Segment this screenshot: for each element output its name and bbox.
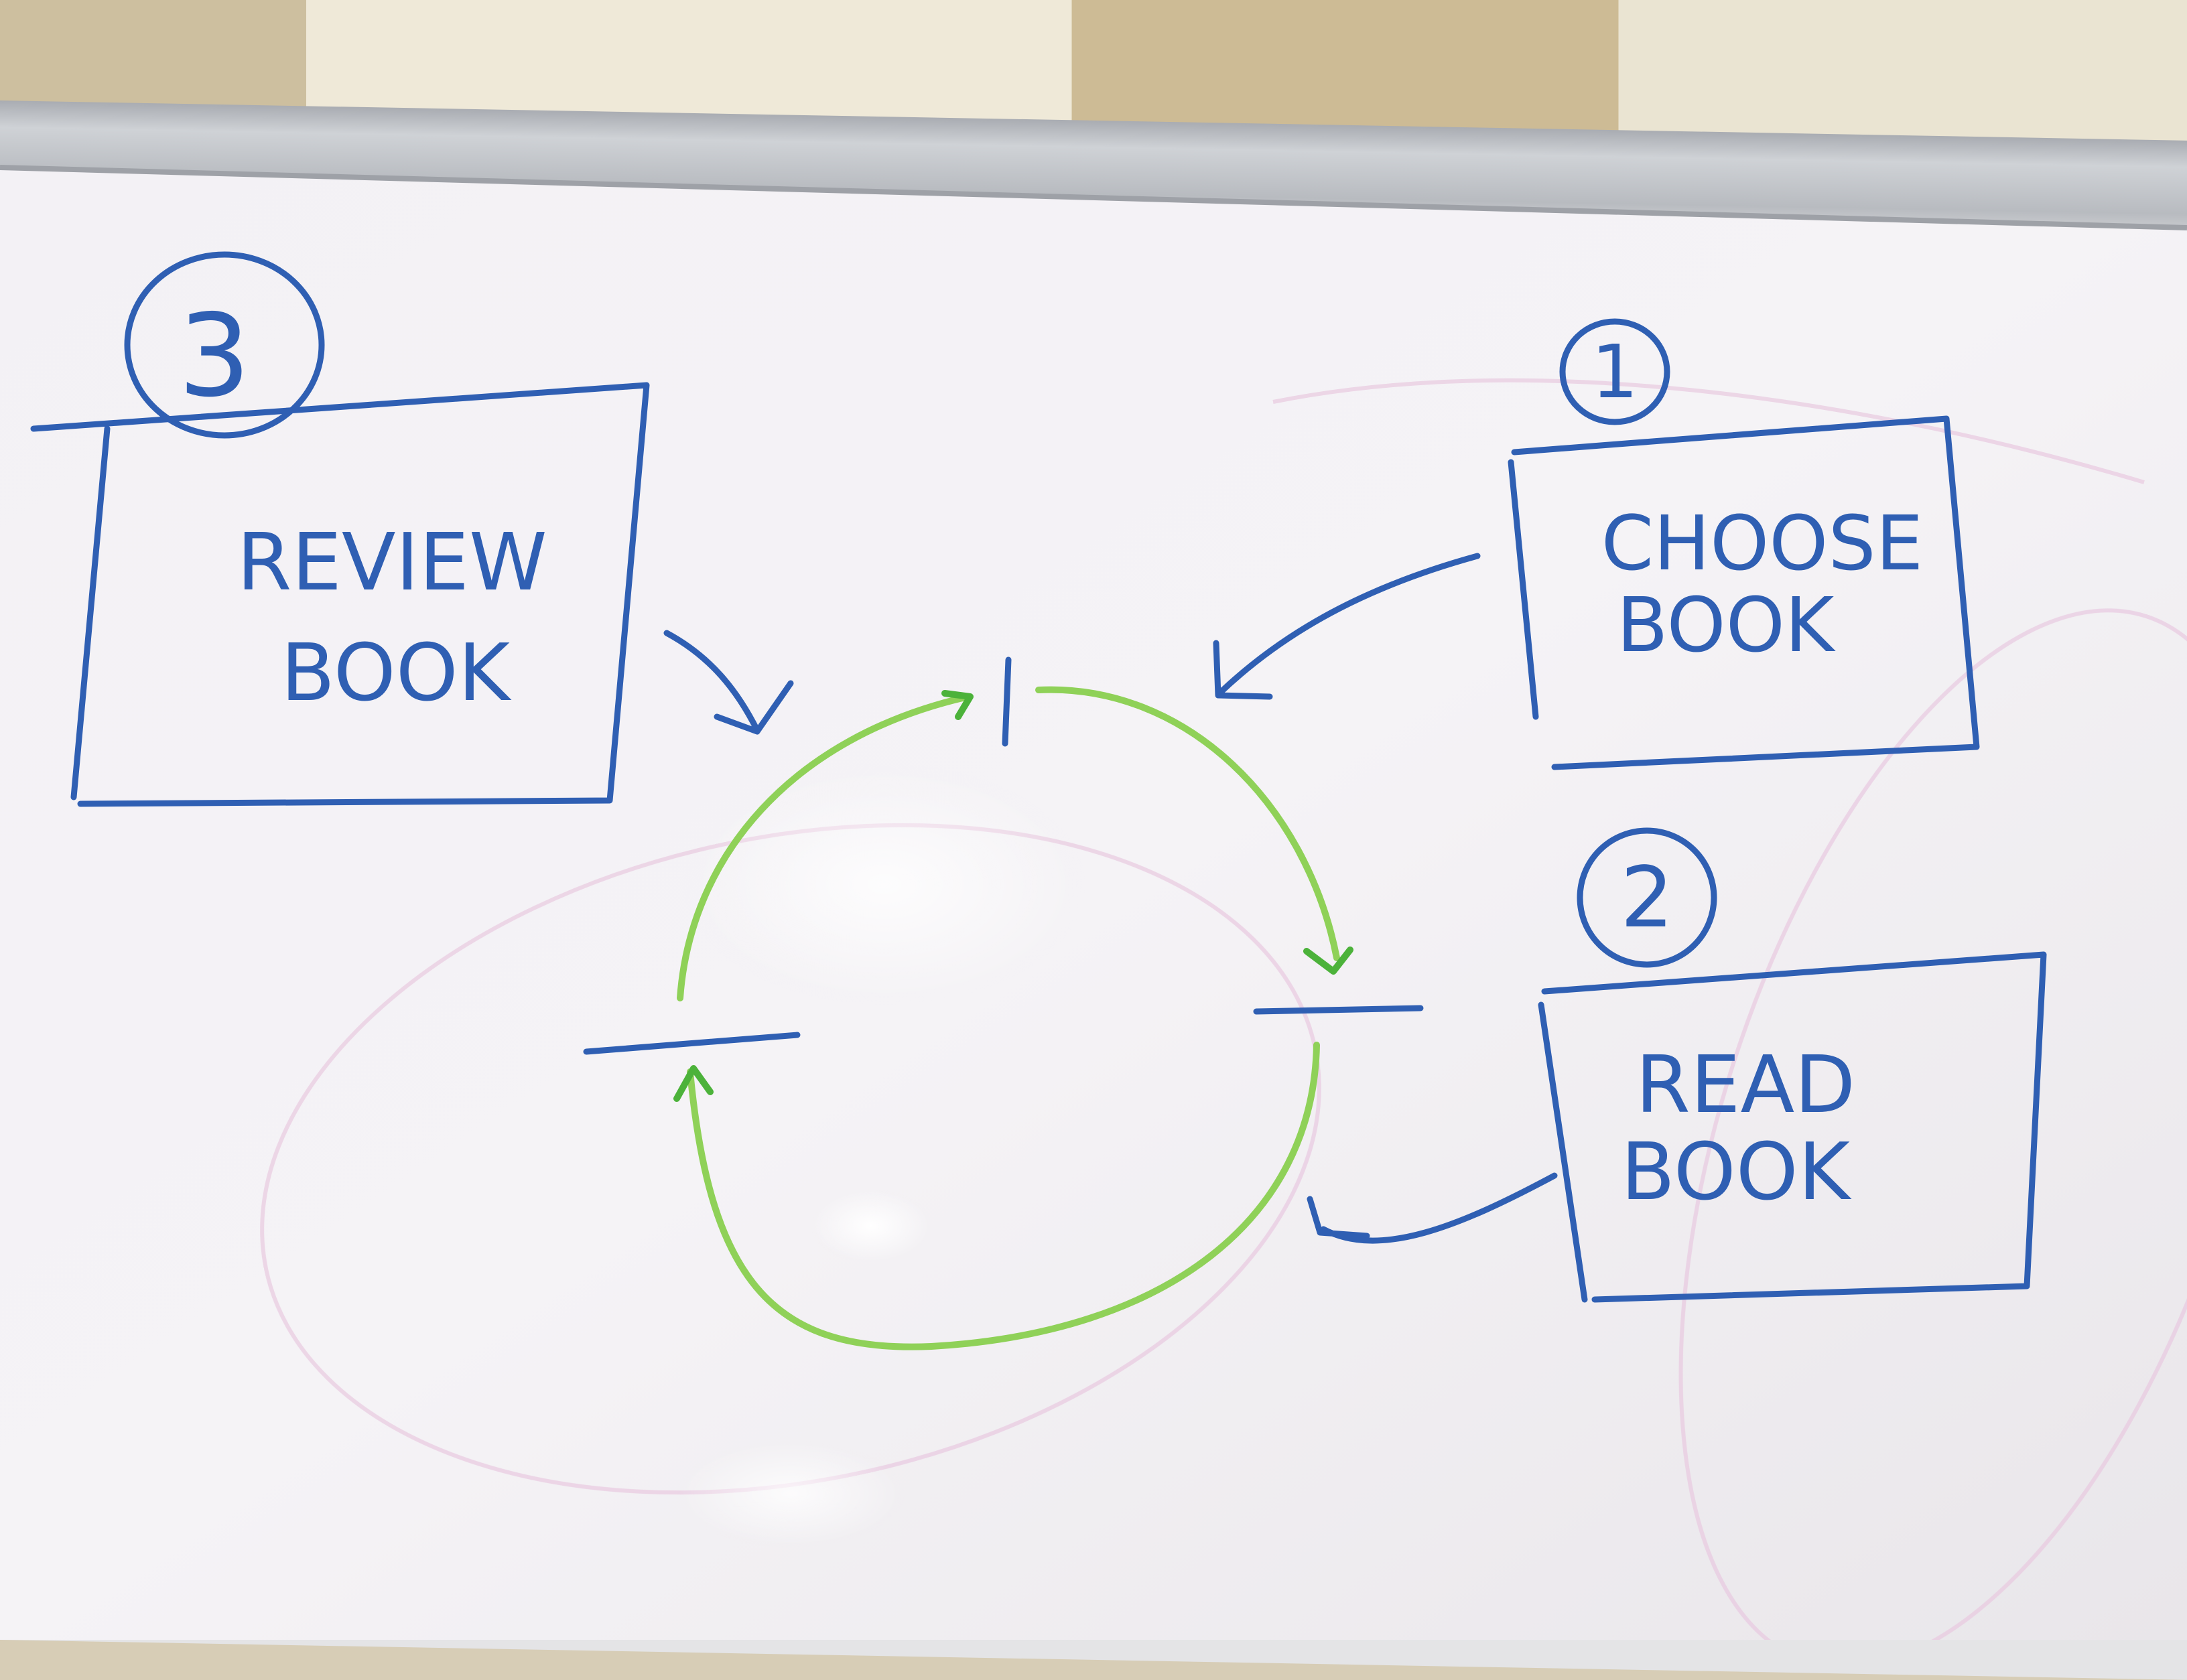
step-2-arrow xyxy=(1307,1172,1558,1244)
cycle-arc-top-right xyxy=(1035,686,1340,961)
tick-left xyxy=(583,1032,801,1055)
step-3-box xyxy=(30,382,650,807)
cycle-tick-marks xyxy=(583,656,1424,1055)
step-3-number: 3 xyxy=(178,290,251,423)
step-1-number: 1 xyxy=(1591,329,1638,415)
step-2-label-line1: READ xyxy=(1636,1038,1855,1131)
step-1-arrow xyxy=(1213,553,1481,700)
tick-top xyxy=(1002,656,1012,747)
glare-reflections xyxy=(677,764,1085,1547)
step-2-number-circle xyxy=(1577,827,1717,968)
cycle-arc-bottom xyxy=(687,1042,1320,1350)
step-2-box xyxy=(1538,951,2047,1303)
cycle-arrowhead-left xyxy=(673,1065,714,1102)
cycle-arrowhead-top xyxy=(941,690,974,720)
step-2-number: 2 xyxy=(1620,849,1674,947)
whiteboard-diagram: 1 CHOOSE BOOK 2 READ BOOK 3 REVIEW BOOK xyxy=(0,165,2187,1640)
cycle-arc-top-left xyxy=(677,693,972,1001)
cycle-arrowhead-right xyxy=(1303,947,1353,975)
step-1-label-line2: BOOK xyxy=(1617,582,1836,669)
step-3-arrow xyxy=(663,630,794,735)
step-3-label-line1: REVIEW xyxy=(237,516,547,608)
step-3-label-line2: BOOK xyxy=(281,626,512,719)
step-1-choose-book xyxy=(1213,318,1980,770)
step-3-number-circle xyxy=(124,251,325,439)
step-2-read-book xyxy=(1307,827,2047,1303)
step-1-box xyxy=(1508,415,1980,770)
step-1-label-line1: CHOOSE xyxy=(1601,500,1924,587)
step-1-number-circle xyxy=(1559,318,1670,425)
whiteboard-surface xyxy=(0,167,2187,1640)
tick-right xyxy=(1253,1005,1424,1015)
whiteboard-top-edge xyxy=(0,165,2187,230)
step-2-label-line2: BOOK xyxy=(1621,1125,1852,1218)
cycle-loop xyxy=(673,686,1353,1350)
step-3-review-book xyxy=(30,251,794,807)
